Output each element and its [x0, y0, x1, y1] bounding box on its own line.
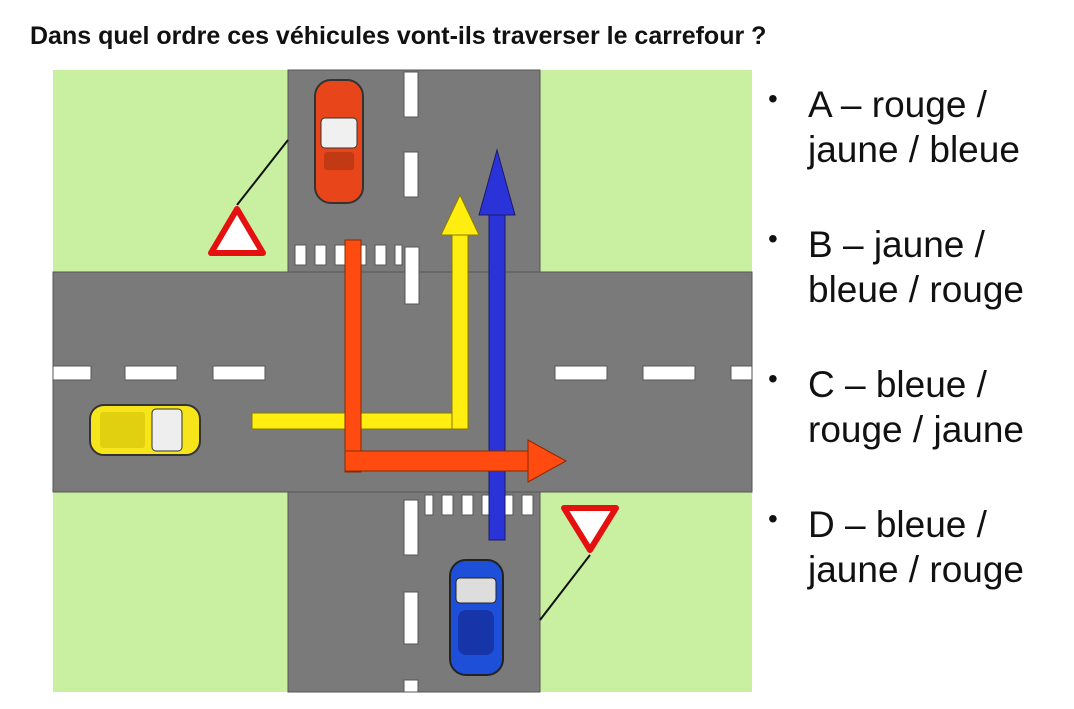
yellow-arrow: [251, 193, 480, 430]
bullet-icon: •: [768, 223, 778, 254]
red-car: [314, 79, 364, 204]
yield-sign: [539, 505, 619, 621]
yield-warning-sign: [208, 139, 289, 256]
yellow-car: [89, 404, 201, 456]
option-d-line1: D – bleue /: [808, 504, 987, 545]
crosswalk-bottom: [424, 494, 534, 516]
bullet-icon: •: [768, 363, 778, 394]
bullet-icon: •: [768, 83, 778, 114]
option-d-line2: jaune / rouge: [808, 549, 1025, 590]
option-c-line1: C – bleue /: [808, 364, 987, 405]
option-b-line1: B – jaune /: [808, 224, 985, 265]
question-title: Dans quel ordre ces véhicules vont-ils t…: [30, 22, 767, 50]
blue-car: [449, 559, 504, 676]
option-c-line2: rouge / jaune: [808, 409, 1025, 450]
option-a-line2: jaune / bleue: [808, 129, 1020, 170]
bullet-icon: •: [768, 503, 778, 534]
red-arrow: [344, 239, 568, 483]
option-b-line2: bleue / rouge: [808, 269, 1025, 310]
option-a-line1: A – rouge /: [808, 84, 987, 125]
lane-markings: [52, 71, 753, 693]
